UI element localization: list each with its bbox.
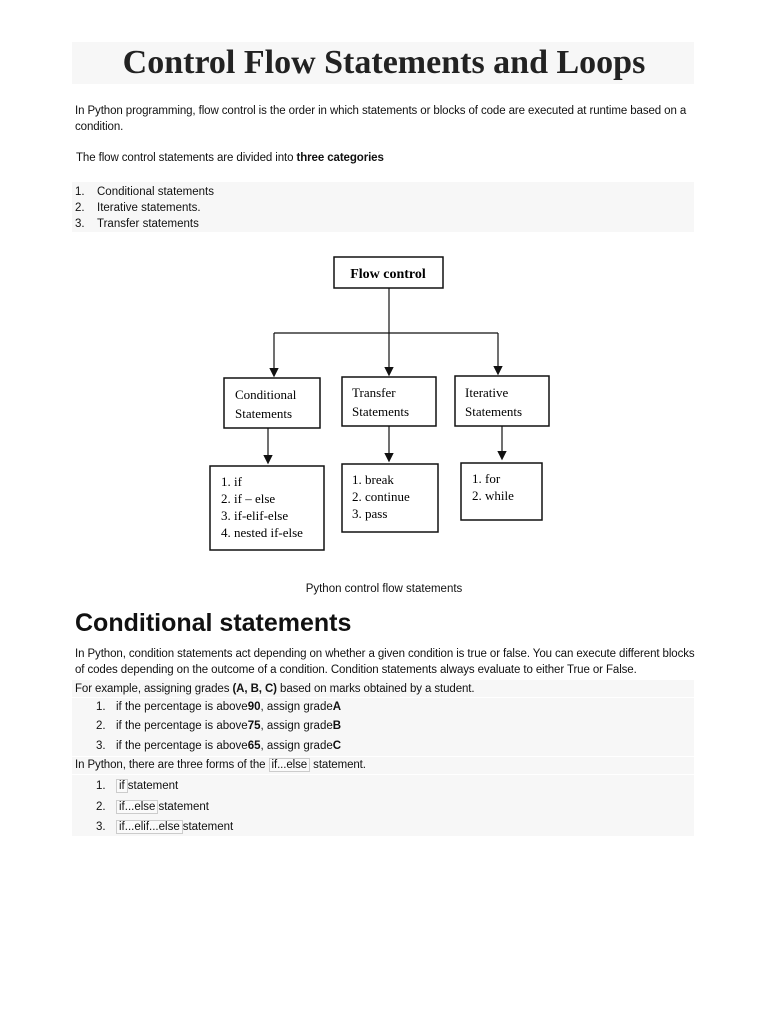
title-band: [72, 42, 694, 84]
inline-code: if: [116, 779, 128, 794]
forms-list: 1. if statement 2. if...else statement 3. i…: [96, 776, 233, 838]
form-text: statement: [182, 821, 234, 834]
list-label: Transfer statements: [97, 218, 199, 230]
inline-code: if...else: [268, 758, 311, 772]
section-intro: In Python, condition statements act depe…: [75, 648, 695, 676]
flow-control-diagram: Flow control Conditional Statements Tran…: [209, 256, 550, 551]
list-item: 1. Conditional statements: [75, 184, 214, 200]
conditional-title-line2: Statements: [235, 406, 292, 421]
conditional-item: 1. if: [221, 474, 243, 489]
grades-sentence-text: For example, assigning grades: [75, 683, 233, 695]
list-number: 3.: [96, 821, 106, 834]
categories-sentence-text: The flow control statements are divided …: [76, 152, 297, 164]
transfer-item: 2. continue: [352, 489, 410, 504]
list-number: 1.: [96, 700, 106, 713]
categories-list: 1. Conditional statements 2. Iterative sta…: [75, 184, 214, 232]
grade-letter: A: [332, 700, 342, 713]
transfer-title-line1: Transfer: [352, 385, 396, 400]
list-number: 1.: [96, 780, 106, 793]
forms-sentence: In Python, there are three forms of the …: [75, 757, 695, 773]
grades-band: [72, 698, 694, 756]
list-item: 2. if the percentage is above 75, assign …: [96, 717, 341, 737]
iterative-item: 1. for: [472, 471, 501, 486]
categories-band: [72, 182, 694, 232]
grades-sentence-bold: (A, B, C): [232, 683, 277, 695]
iterative-items-box: [460, 462, 543, 521]
intro-paragraph: In Python programming, flow control is t…: [75, 105, 687, 133]
list-number: 3.: [75, 218, 85, 230]
grade-threshold: 65: [247, 739, 261, 752]
grades-sentence: For example, assigning grades (A, B, C) …: [75, 681, 695, 697]
list-label: Conditional statements: [97, 186, 214, 198]
form-text: statement: [158, 800, 209, 813]
iterative-title-line1: Iterative: [465, 385, 509, 400]
section-heading: Conditional statements: [75, 609, 352, 637]
grade-threshold: 75: [247, 720, 261, 733]
forms-sentence-tail: statement.: [310, 759, 366, 771]
transfer-box: [341, 376, 437, 427]
grade-text: , assign grade: [260, 739, 333, 752]
list-item: 2. Iterative statements.: [75, 200, 214, 216]
transfer-item: 3. pass: [352, 506, 387, 521]
grade-text: , assign grade: [260, 700, 333, 713]
forms-sentence-text: In Python, there are three forms of the: [75, 759, 269, 771]
grade-text: if the percentage is above: [116, 700, 248, 713]
list-number: 2.: [96, 800, 106, 813]
list-item: 3. if the percentage is above 65, assign …: [96, 736, 341, 756]
iterative-box: [454, 375, 550, 427]
conditional-item: 2. if – else: [221, 491, 275, 506]
transfer-item: 1. break: [352, 472, 394, 487]
list-number: 2.: [96, 720, 106, 733]
grades-list: 1.if the percentage is above 90, assign …: [96, 697, 341, 756]
list-item: 3. Transfer statements: [75, 216, 214, 232]
form-text: statement: [127, 780, 179, 793]
conditional-items-box: [209, 465, 325, 551]
grades-sentence-band: [72, 680, 694, 697]
categories-sentence-bold: three categories: [296, 152, 384, 164]
list-item: 2. if...else statement: [96, 797, 233, 818]
conditional-box: [223, 377, 321, 429]
list-item: 3. if...elif...else statement: [96, 817, 233, 838]
conditional-item: 3. if-elif-else: [221, 508, 288, 523]
iterative-title-line2: Statements: [465, 404, 522, 419]
iterative-item: 2. while: [472, 488, 514, 503]
list-label: Iterative statements.: [97, 202, 201, 214]
conditional-title-line1: Conditional: [235, 387, 297, 402]
grade-text: if the percentage is above: [116, 720, 248, 733]
conditional-item: 4. nested if-else: [221, 525, 303, 540]
forms-sentence-band: [72, 757, 694, 774]
grade-letter: C: [332, 739, 342, 752]
grade-text: if the percentage is above: [116, 739, 248, 752]
list-number: 3.: [96, 739, 106, 752]
grade-threshold: 90: [247, 700, 261, 713]
list-item: 1. if the percentage is above 90, assign …: [96, 697, 341, 717]
transfer-items-box: [341, 463, 439, 533]
inline-code: if...else: [116, 799, 159, 814]
list-number: 1.: [75, 186, 85, 198]
grade-letter: B: [332, 720, 342, 733]
page-title: Control Flow Statements and Loops: [122, 44, 646, 81]
categories-sentence: The flow control statements are divided …: [76, 150, 696, 166]
inline-code: if...elif...else: [116, 820, 183, 835]
list-number: 2.: [75, 202, 85, 214]
list-item: 1. if statement: [96, 776, 233, 797]
root-label: Flow control: [350, 267, 426, 282]
grade-text: , assign grade: [260, 720, 333, 733]
transfer-title-line2: Statements: [352, 404, 409, 419]
diagram-caption: Python control flow statements: [305, 583, 463, 595]
grades-sentence-tail: based on marks obtained by a student.: [276, 683, 475, 695]
